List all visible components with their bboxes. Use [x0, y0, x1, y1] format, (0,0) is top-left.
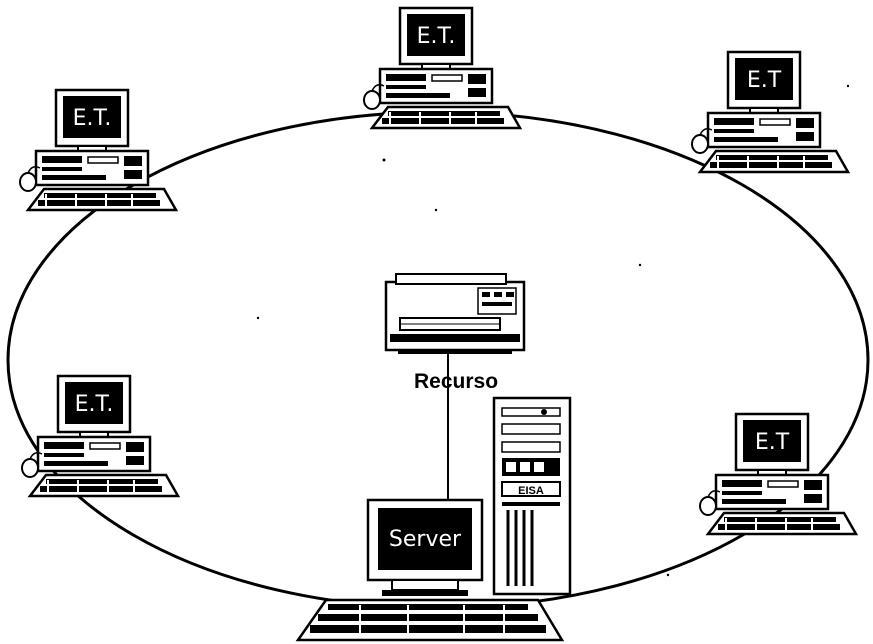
- workstation-label: E.T.: [73, 106, 112, 131]
- tower-badge: EISA: [518, 485, 544, 497]
- server-workstation: Server: [295, 498, 565, 642]
- workstation-label: E.T.: [75, 392, 114, 417]
- workstation-label: E.T.: [417, 24, 456, 49]
- server-tower-icon: EISA: [492, 396, 572, 596]
- server-label: Server: [389, 527, 462, 552]
- workstation-bottom-left: E.T.: [20, 374, 180, 498]
- workstation-top-center: E.T.: [362, 6, 522, 130]
- workstation-bottom-right: E.T: [698, 412, 858, 536]
- workstation-label: E.T: [747, 68, 782, 93]
- workstation-top-right: E.T: [690, 50, 850, 174]
- workstation-top-left: E.T.: [18, 88, 178, 212]
- printer-icon: [384, 273, 526, 354]
- workstation-label: E.T: [755, 430, 790, 455]
- resource-label: Recurso: [414, 370, 498, 393]
